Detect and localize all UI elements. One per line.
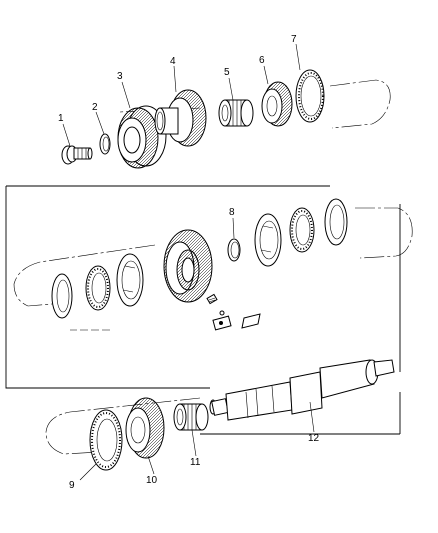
- snap-ring-part-8: [227, 238, 241, 262]
- leader-lines: [62, 43, 315, 481]
- gear-part-3: [117, 105, 167, 169]
- middle-shaft-outline: [13, 207, 413, 331]
- callout-5: 5: [224, 67, 230, 78]
- cone-ring-left: [116, 253, 144, 307]
- callout-8: 8: [229, 207, 235, 218]
- callout-12: 12: [308, 433, 320, 444]
- gear-part-6: [261, 81, 293, 127]
- callout-labels: 1 2 3 4 5 6 7 8 9 10 11 12: [58, 34, 320, 491]
- bolt-part: [61, 145, 93, 165]
- needle-bearing-part-11: [173, 403, 209, 431]
- blocker-ring-left: [85, 265, 111, 311]
- synchro-hub: [163, 229, 213, 303]
- gear-part-10: [125, 397, 165, 459]
- callout-6: 6: [259, 55, 265, 66]
- callout-3: 3: [117, 71, 123, 82]
- cone-ring-right: [254, 213, 282, 267]
- callout-2: 2: [92, 102, 98, 113]
- snap-ring-part: [99, 133, 111, 155]
- synchro-ring-right: [324, 198, 348, 246]
- lower-shaft-outline: [45, 397, 201, 455]
- gear-part-4: [154, 89, 207, 147]
- assembly-frame: [5, 185, 401, 435]
- ring-part-7: [295, 69, 325, 123]
- callout-9: 9: [69, 480, 75, 491]
- main-shaft-part-12: [209, 359, 395, 421]
- synchro-ring-left: [51, 273, 73, 319]
- detent-spring-and-struts: [206, 293, 261, 331]
- callout-10: 10: [146, 475, 158, 486]
- ring-part-9: [89, 409, 123, 471]
- callout-7: 7: [291, 34, 297, 45]
- callout-1: 1: [58, 113, 64, 124]
- needle-bearing-part-5: [218, 99, 254, 127]
- callout-11: 11: [190, 457, 201, 468]
- callout-4: 4: [170, 56, 176, 67]
- blocker-ring-right: [289, 207, 315, 253]
